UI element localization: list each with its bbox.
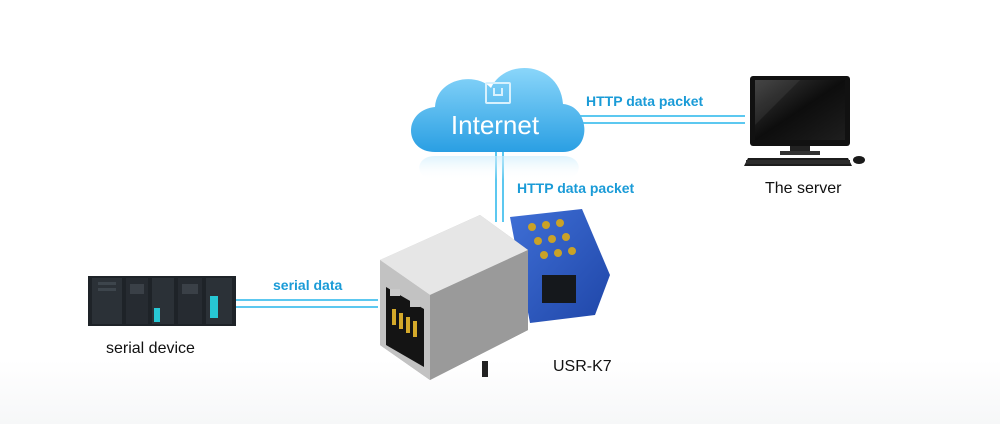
label-cloud-server: HTTP data packet <box>586 93 704 109</box>
desktop-computer-icon <box>744 76 865 166</box>
module-label: USR-K7 <box>553 358 612 375</box>
serial-device-label: serial device <box>106 340 195 357</box>
server-label: The server <box>765 180 842 197</box>
cloud-label: Internet <box>450 110 540 140</box>
plc-device-icon <box>88 276 236 326</box>
usr-k7-module <box>370 205 610 385</box>
cloud-shape <box>411 68 585 180</box>
internet-cloud: Internet <box>395 52 595 182</box>
server-computer <box>740 70 870 175</box>
background-floor <box>0 360 1000 424</box>
label-device-module: serial data <box>273 277 343 293</box>
serial-device <box>88 272 236 328</box>
ethernet-port-icon <box>485 82 511 104</box>
link-cloud-server <box>570 115 745 124</box>
label-module-cloud: HTTP data packet <box>517 180 635 196</box>
rj45-module-icon <box>380 209 610 380</box>
link-device-module <box>235 299 378 308</box>
